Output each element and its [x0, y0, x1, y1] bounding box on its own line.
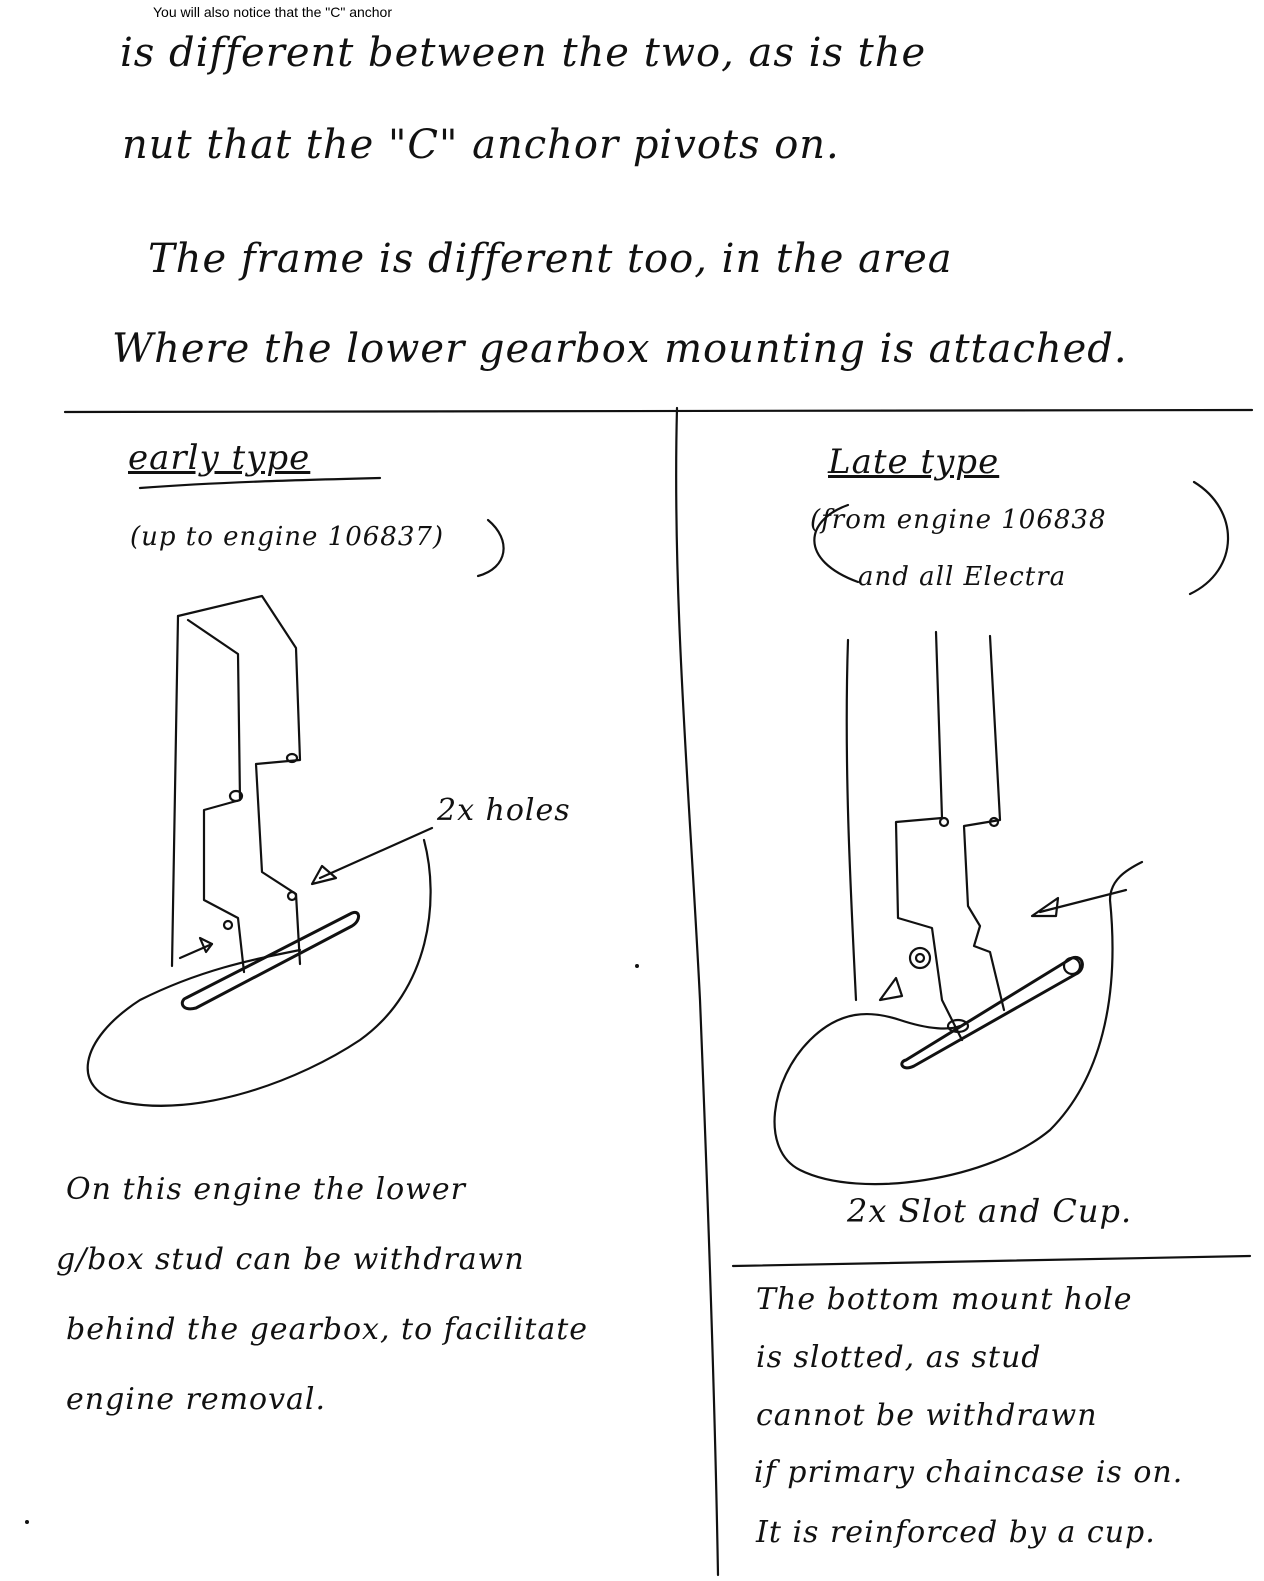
early-title-underline	[138, 476, 382, 490]
early-engine-range: (up to engine 106837)	[130, 522, 445, 552]
typed-header-note: You will also notice that the "C" anchor	[153, 4, 393, 20]
horizontal-divider	[63, 408, 1254, 414]
intro-line-3: The frame is different too, in the area	[148, 236, 953, 282]
slot-callout-label: 2x Slot and Cup.	[847, 1192, 1133, 1230]
intro-line-4: Where the lower gearbox mounting is atta…	[112, 326, 1128, 372]
early-note-line: On this engine the lower	[66, 1172, 466, 1207]
stray-dot	[25, 1520, 29, 1524]
late-note-line: cannot be withdrawn	[756, 1398, 1098, 1433]
intro-line-1: is different between the two, as is the	[120, 30, 927, 76]
holes-callout-label: 2x holes	[437, 793, 571, 828]
late-frame-sketch	[773, 630, 1144, 1186]
late-note-line: if primary chaincase is on.	[754, 1455, 1184, 1490]
late-note-line: is slotted, as stud	[756, 1340, 1042, 1375]
early-range-bracket-right	[476, 518, 505, 578]
early-note-line: engine removal.	[66, 1382, 327, 1417]
late-engine-range-line-2: and all Electra	[858, 562, 1067, 592]
early-note-line: g/box stud can be withdrawn	[56, 1242, 525, 1277]
late-engine-range-line-1: (from engine 106838	[810, 505, 1107, 535]
early-note-line: behind the gearbox, to facilitate	[66, 1312, 589, 1347]
early-frame-sketch	[86, 594, 434, 1107]
vertical-divider	[675, 406, 720, 1577]
intro-line-2: nut that the "C" anchor pivots on.	[122, 122, 840, 168]
late-note-line: It is reinforced by a cup.	[756, 1515, 1156, 1550]
early-type-title: early type	[128, 438, 311, 478]
late-note-divider	[731, 1254, 1252, 1268]
late-note-line: The bottom mount hole	[756, 1282, 1133, 1317]
late-range-bracket-left	[813, 503, 860, 584]
stray-dot	[635, 964, 639, 968]
late-type-title: Late type	[828, 442, 1000, 482]
late-range-bracket-right	[1188, 480, 1230, 596]
